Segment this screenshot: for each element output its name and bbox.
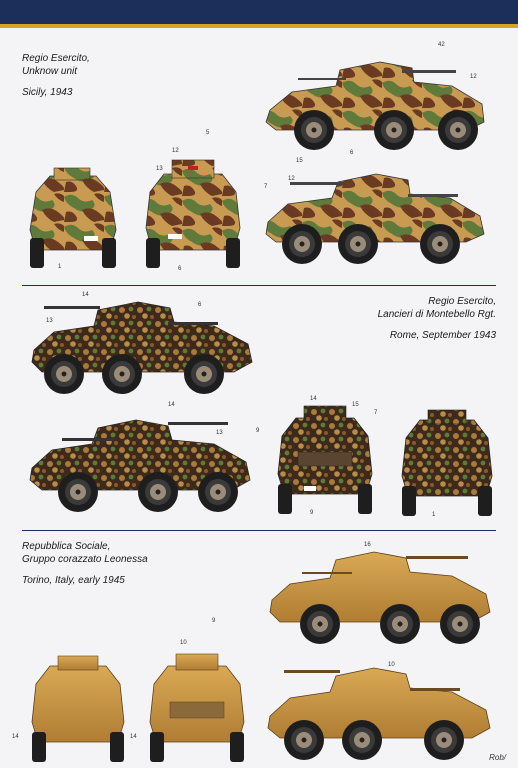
caption-line: Gruppo corazzato Leonessa [22, 554, 148, 565]
callout-label: 13 [46, 318, 53, 324]
artist-signature: Rob/ [489, 753, 506, 762]
caption-line: Torino, Italy, early 1945 [22, 575, 125, 586]
section-2-caption: Regio Esercito, Lancieri di Montebello R… [378, 295, 496, 342]
vehicle-rear-view: 10 9 [149, 618, 245, 762]
callout-label: 12 [288, 176, 295, 182]
callout-label: 5 [206, 130, 210, 136]
callout-label: 13 [156, 166, 163, 172]
callout-label: 14 [168, 402, 175, 408]
callout-label: 14 [82, 292, 89, 298]
caption-line: Repubblica Sociale, [22, 541, 111, 552]
vehicle-rear-view: 12 13 5 6 [145, 130, 241, 272]
vehicle-side-view-top: 16 [269, 542, 491, 644]
callout-label: 9 [310, 510, 314, 516]
callout-label: 15 [296, 158, 303, 164]
caption-line: Lancieri di Montebello Rgt. [377, 309, 496, 320]
section-separator [22, 285, 496, 286]
callout-label: 42 [438, 42, 445, 48]
caption-line: Rome, September 1943 [389, 330, 496, 341]
callout-label: 12 [470, 74, 477, 80]
callout-label: 14 [130, 734, 137, 740]
vehicle-side-view-top: 14 13 6 [31, 292, 253, 394]
callout-label: 1 [432, 512, 436, 518]
callout-label: 7 [264, 184, 268, 190]
callout-label: 14 [310, 396, 317, 402]
section-1-caption: Regio Esercito, Unknow unit Sicily, 1943 [22, 52, 90, 99]
callout-label: 14 [12, 734, 19, 740]
callout-label: 13 [216, 430, 223, 436]
caption-line: Unknow unit [22, 66, 78, 77]
vehicle-side-view-bottom: 15 12 6 7 [264, 150, 485, 264]
callout-label: 1 [58, 264, 62, 270]
vehicle-front-view: 1 [29, 167, 117, 270]
vehicle-rear-view: 14 15 7 9 [277, 396, 378, 516]
callout-label: 6 [178, 266, 182, 272]
vehicle-side-view-bottom: 10 [267, 662, 491, 760]
callout-label: 9 [212, 618, 216, 624]
callout-label: 6 [350, 150, 354, 156]
callout-label: 7 [374, 410, 378, 416]
section-3-caption: Repubblica Sociale, Gruppo corazzato Leo… [22, 540, 148, 587]
vehicle-front-view: 1 [401, 409, 493, 518]
caption-line: Regio Esercito, [22, 53, 90, 64]
vehicle-side-view-top: 42 12 [265, 42, 485, 150]
header-accent-line [0, 24, 518, 28]
callout-label: 12 [172, 148, 179, 154]
vehicle-front-view: 14 14 [12, 655, 137, 762]
callout-label: 16 [364, 542, 371, 548]
vehicle-side-view-bottom: 14 13 9 [29, 402, 260, 512]
caption-line: Sicily, 1943 [22, 87, 73, 98]
caption-line: Regio Esercito, [428, 296, 496, 307]
callout-label: 9 [256, 428, 260, 434]
callout-label: 10 [388, 662, 395, 668]
callout-label: 6 [198, 302, 202, 308]
header-bar [0, 0, 518, 24]
callout-label: 15 [352, 402, 359, 408]
callout-label: 10 [180, 640, 187, 646]
section-separator [22, 530, 496, 531]
